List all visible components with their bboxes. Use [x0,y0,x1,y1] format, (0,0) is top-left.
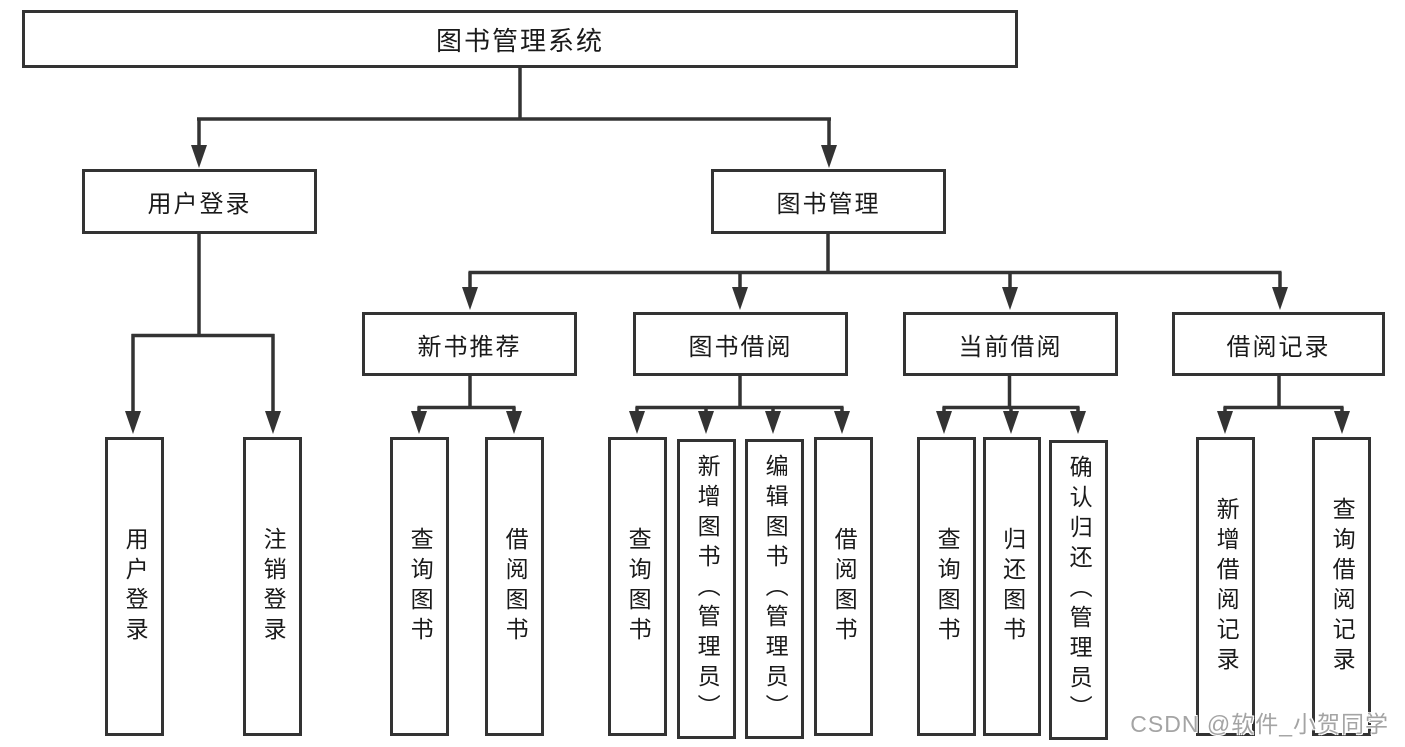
node-leaf-logout: 注销登录 [243,437,302,736]
node-leaf-add-borrow-record: 新增借阅记录 [1196,437,1255,736]
node-label: 查询借阅记录 [1329,496,1356,677]
node-leaf-return-books: 归还图书 [983,437,1041,736]
arrow-icon [936,411,952,434]
node-leaf-search-borrow-record: 查询借阅记录 [1312,437,1371,736]
arrow-icon [765,411,781,434]
arrow-icon [834,411,850,434]
node-label: 注销登录 [260,526,287,647]
node-label: 图书管理 [776,191,881,218]
arrowheads [125,145,1350,434]
node-label: 图书借阅 [688,333,793,361]
node-label: 用户登录 [147,191,252,218]
node-label: 查询图书 [625,526,652,647]
node-current-borrowing: 当前借阅 [903,312,1118,376]
node-leaf-edit-books-admin: 编辑图书（管理员） [745,439,804,739]
arrow-icon [821,145,837,168]
node-leaf-borrow-books-borrowing: 借阅图书 [814,437,873,736]
arrow-icon [1002,287,1018,310]
arrow-icon [411,411,427,434]
node-user-login: 用户登录 [82,169,317,234]
node-label: 用户登录 [122,526,149,647]
node-label: 归还图书 [999,526,1026,647]
node-leaf-user-login: 用户登录 [105,437,164,736]
arrow-icon [1334,411,1350,434]
node-label: 当前借阅 [958,333,1063,361]
node-leaf-search-books-current: 查询图书 [917,437,976,736]
node-label: 新书推荐 [417,333,522,361]
arrow-icon [1217,411,1233,434]
node-label: 借阅图书 [831,526,858,647]
arrow-icon [462,287,478,310]
arrow-icon [506,411,522,434]
node-leaf-confirm-return-admin: 确认归还（管理员） [1049,440,1108,740]
node-label: 编辑图书（管理员） [762,454,789,724]
node-label: 借阅记录 [1226,333,1331,361]
arrow-icon [629,411,645,434]
arrow-icon [1003,411,1019,434]
node-leaf-search-books-borrowing: 查询图书 [608,437,667,736]
arrow-icon [191,145,207,168]
arrow-icon [1272,287,1288,310]
node-label: 查询图书 [934,526,961,647]
node-label: 确认归还（管理员） [1066,455,1093,725]
node-leaf-add-books-admin: 新增图书（管理员） [677,439,736,739]
node-book-management: 图书管理 [711,169,946,234]
node-label: 新增借阅记录 [1213,496,1240,677]
node-library-management-system: 图书管理系统 [22,10,1018,68]
arrow-icon [732,287,748,310]
node-label: 新增图书（管理员） [694,454,721,724]
node-book-borrowing: 图书借阅 [633,312,848,376]
node-label: 借阅图书 [502,526,529,647]
arrow-icon [1070,411,1086,434]
arrow-icon [265,411,281,434]
node-label: 查询图书 [407,526,434,647]
node-leaf-borrow-books-recommend: 借阅图书 [485,437,544,736]
node-leaf-search-books-recommend: 查询图书 [390,437,449,736]
arrow-icon [698,411,714,434]
node-new-book-recommendation: 新书推荐 [362,312,577,376]
arrow-icon [125,411,141,434]
node-borrowing-records: 借阅记录 [1172,312,1385,376]
node-label: 图书管理系统 [435,25,604,56]
